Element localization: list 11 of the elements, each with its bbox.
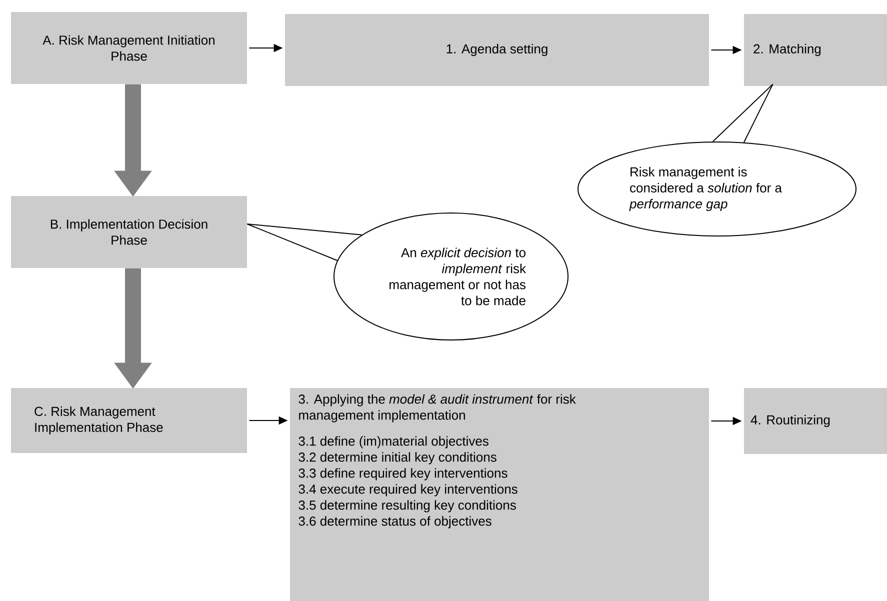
process-box: 2. Matching	[744, 14, 887, 86]
callout-tail	[712, 84, 774, 143]
process-box: C. Risk Management Implementation Phase	[11, 388, 247, 453]
process-box: B. Implementation Decision Phase	[11, 196, 247, 268]
speech-bubble: Risk management is considered a solution for a performance gap	[578, 142, 856, 236]
process-box: 4. Routinizing	[744, 388, 887, 454]
process-box: A. Risk Management Initiation Phase	[11, 12, 247, 84]
callout-tail	[246, 224, 362, 261]
process-box: 1. Agenda setting	[285, 14, 709, 86]
process-box: 3. Applying the model & audit instrument for risk management implementation 3.1 define (im)material objectives 3.2 determine initial key conditions 3.3 define required key interventions 3.4 execute required key interventions 3.5 determine resulting key conditions 3.6 determine status of objectives	[290, 388, 709, 601]
speech-bubble: An explicit decision to implement risk management or not has to be made	[334, 212, 568, 340]
